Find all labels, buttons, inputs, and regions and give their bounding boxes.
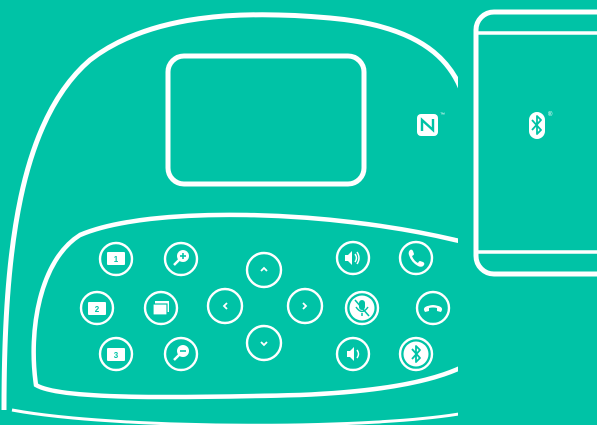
chevron-left-icon: [224, 303, 227, 309]
volume-down-button[interactable]: [337, 338, 369, 370]
chevron-right-icon: [303, 303, 306, 309]
zoom-out-icon: [174, 345, 189, 360]
chevron-up-icon: [261, 268, 267, 271]
display-screen: [168, 56, 364, 184]
preset-3-button[interactable]: 3: [100, 338, 132, 370]
chevron-down-icon: [261, 342, 267, 345]
volume-up-button[interactable]: [337, 242, 369, 274]
zoom-in-icon: [174, 250, 189, 265]
pan-up-button[interactable]: [247, 253, 281, 287]
pan-down-button[interactable]: [247, 326, 281, 360]
nfc-trademark: ™: [440, 112, 445, 118]
pan-left-button[interactable]: [208, 289, 242, 323]
preset-1-button[interactable]: 1: [100, 243, 132, 275]
volume-down-icon: [347, 347, 359, 361]
zoom-out-button[interactable]: [165, 338, 197, 370]
hang-up-icon: [424, 305, 442, 312]
phone-icon: [409, 250, 425, 267]
call-end-button[interactable]: [417, 292, 449, 324]
pan-right-button[interactable]: [288, 289, 322, 323]
preset-3-label: 3: [114, 351, 119, 360]
bluetooth-button[interactable]: [400, 338, 432, 370]
preset-1-label: 1: [114, 255, 119, 264]
zoom-in-button[interactable]: [165, 243, 197, 275]
preset-2-label: 2: [95, 305, 100, 314]
call-answer-button[interactable]: [400, 242, 432, 274]
camera-layout-button[interactable]: [145, 292, 177, 324]
bluetooth-registered-mark: ®: [548, 111, 553, 118]
preset-2-button[interactable]: 2: [81, 292, 113, 324]
windows-icon: [153, 301, 169, 315]
nfc-icon: ™: [417, 112, 445, 136]
mute-button[interactable]: [346, 292, 378, 324]
volume-up-icon: [345, 251, 359, 265]
